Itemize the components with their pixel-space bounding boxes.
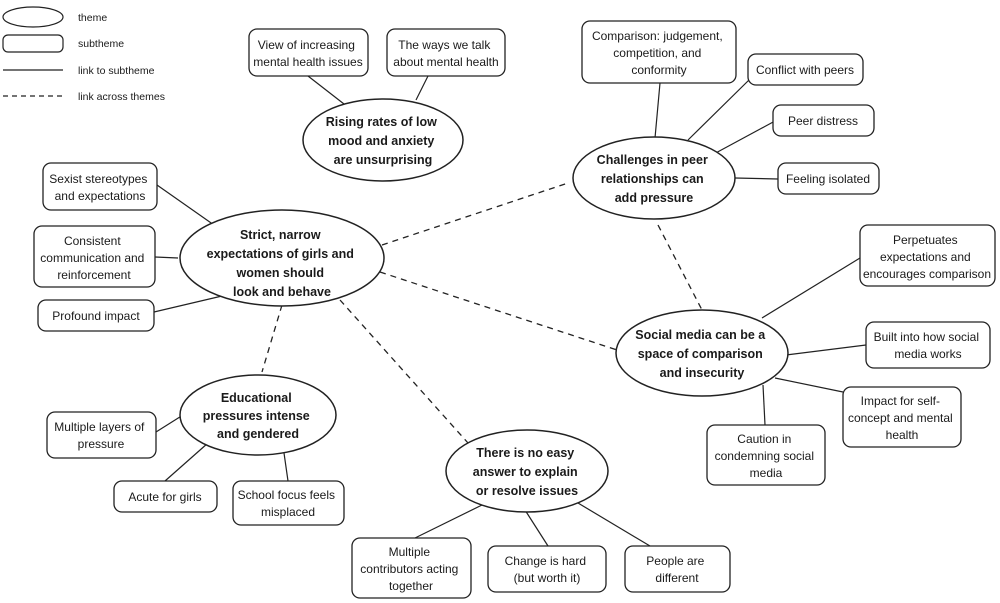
subtheme-consistent-communication-label: Consistent communication and reinforceme… xyxy=(40,234,147,282)
legend-subtheme-swatch xyxy=(2,34,64,53)
theme-peer-challenges-label: Challenges in peer relationships can add… xyxy=(597,153,712,205)
subtheme-multiple-contributors xyxy=(351,537,472,599)
link-strict-easy xyxy=(339,299,469,444)
subtheme-sexist-stereotypes-label: Sexist stereotypes and expectations xyxy=(49,172,150,203)
link-educ-school xyxy=(283,452,289,482)
subtheme-built-into-social-media-label: Built into how social media works xyxy=(874,330,983,361)
subtheme-multiple-layers xyxy=(46,411,157,459)
subtheme-change-is-hard-label: Change is hard (but worth it) xyxy=(505,554,590,585)
link-strict-consistent xyxy=(154,256,179,259)
subtheme-conflict-with-peers xyxy=(747,53,864,86)
themes: Rising rates of low mood and anxiety are… xyxy=(179,98,789,513)
subtheme-profound-impact-label: Profound impact xyxy=(52,309,140,323)
link-easy-change xyxy=(524,509,549,547)
legend-cross-link-label: link across themes xyxy=(78,91,165,103)
subtheme-acute-for-girls xyxy=(113,480,218,513)
link-strict-social xyxy=(379,271,618,351)
subtheme-acute-for-girls-label: Acute for girls xyxy=(128,490,201,504)
subtheme-view-of-increasing xyxy=(248,28,369,77)
legend-theme-swatch xyxy=(2,6,64,28)
subtheme-links xyxy=(153,75,867,547)
subtheme-sexist-stereotypes xyxy=(42,162,158,211)
subtheme-people-are-different-label: People are different xyxy=(646,554,707,585)
link-strict-sexist xyxy=(156,184,215,226)
subtheme-multiple-contributors-label: Multiple contributors acting together xyxy=(360,545,461,593)
subtheme-people-are-different xyxy=(624,545,731,593)
subtheme-perpetuates-expectations xyxy=(859,224,996,287)
subtheme-consistent-communication xyxy=(33,225,156,288)
subtheme-perpetuates-expectations-label: Perpetuates expectations and encourages … xyxy=(863,233,991,281)
subtheme-ways-we-talk-label: The ways we talk about mental health xyxy=(393,38,498,69)
theme-peer-challenges xyxy=(572,136,736,220)
link-peer-distress xyxy=(711,120,776,156)
theme-social-media-label: Social media can be a space of compariso… xyxy=(635,328,768,380)
subtheme-profound-impact xyxy=(37,299,155,332)
subtheme-feeling-isolated-label: Feeling isolated xyxy=(786,172,870,186)
link-educ-layers xyxy=(155,414,184,433)
link-social-caution xyxy=(762,384,766,426)
link-social-perpetuates xyxy=(761,257,861,319)
theme-social-media xyxy=(615,309,789,397)
subtheme-peer-distress xyxy=(772,104,875,137)
subtheme-school-focus-label: School focus feels misplaced xyxy=(238,488,339,519)
theme-no-easy-answer xyxy=(445,429,609,513)
link-strict-peer xyxy=(381,182,569,246)
link-strict-profound xyxy=(153,295,223,313)
theme-strict-expectations-label: Strict, narrow expectations of girls and… xyxy=(207,228,358,299)
link-educ-acute xyxy=(164,442,209,482)
theme-strict-expectations xyxy=(179,209,385,307)
subtheme-peer-distress-label: Peer distress xyxy=(788,114,858,128)
subtheme-conflict-with-peers-label: Conflict with peers xyxy=(756,63,854,77)
theme-no-easy-answer-label: There is no easy answer to explain or re… xyxy=(473,446,581,498)
subthemes: View of increasing mental health issues … xyxy=(33,20,996,599)
link-strict-educ xyxy=(261,304,283,373)
subtheme-impact-self-concept-label: Impact for self- concept and mental heal… xyxy=(848,394,956,442)
legend: theme subtheme link to subtheme link acr… xyxy=(2,6,165,103)
subtheme-caution-condemning-label: Caution in condemning social media xyxy=(715,432,818,480)
subtheme-school-focus xyxy=(232,480,345,526)
link-easy-multiple xyxy=(414,504,483,539)
subtheme-change-is-hard xyxy=(487,545,607,593)
subtheme-comparison xyxy=(581,20,737,84)
subtheme-built-into-social-media xyxy=(865,321,991,369)
theme-rising-rates xyxy=(302,98,464,182)
theme-educational-pressures xyxy=(179,374,337,456)
legend-subtheme-label: subtheme xyxy=(78,38,124,50)
link-peer-isolated xyxy=(734,177,779,180)
link-social-impact xyxy=(774,377,844,393)
theme-educational-pressures-label: Educational pressures intense and gender… xyxy=(203,391,313,441)
link-rising-ways xyxy=(415,75,429,101)
link-peer-comparison xyxy=(654,82,661,139)
theme-rising-rates-label: Rising rates of low mood and anxiety are… xyxy=(326,115,441,167)
link-easy-people xyxy=(577,502,651,547)
link-peer-conflict xyxy=(687,78,751,141)
link-rising-view xyxy=(307,75,345,105)
cross-theme-links xyxy=(261,182,703,444)
subtheme-comparison-label: Comparison: judgement, competition, and … xyxy=(592,29,726,77)
subtheme-feeling-isolated xyxy=(777,162,880,195)
subtheme-view-of-increasing-label: View of increasing mental health issues xyxy=(253,38,362,69)
legend-theme-label: theme xyxy=(78,12,107,24)
legend-subtheme-link-label: link to subtheme xyxy=(78,65,155,77)
subtheme-multiple-layers-label: Multiple layers of pressure xyxy=(54,420,147,451)
subtheme-impact-self-concept xyxy=(842,386,962,448)
link-peer-social xyxy=(657,224,703,311)
subtheme-caution-condemning xyxy=(706,424,826,486)
link-social-built xyxy=(785,344,867,356)
subtheme-ways-we-talk xyxy=(386,28,506,77)
